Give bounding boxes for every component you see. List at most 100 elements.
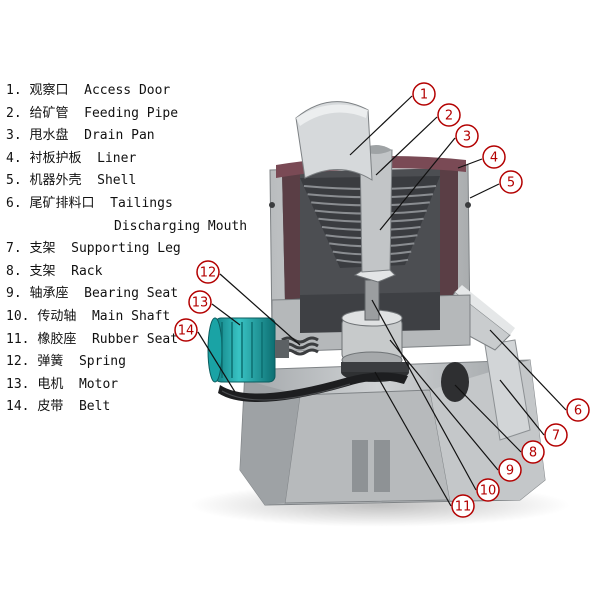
callout-circle — [196, 260, 220, 284]
legend-chinese-label: 衬板护板 — [29, 150, 82, 166]
legend-number: 10. — [6, 308, 30, 324]
legend-number: 9. — [6, 286, 22, 302]
callout-leader-line — [489, 329, 567, 411]
callout-circle — [451, 494, 475, 518]
legend-item: 5. 机器外壳 Shell — [6, 170, 226, 193]
callout-number: 1 — [420, 88, 428, 103]
callout-circle — [174, 318, 198, 342]
legend-chinese-label: 支架 — [29, 263, 56, 279]
legend-item: 9. 轴承座 Bearing Seat — [6, 283, 226, 306]
legend-item: 13. 电机 Motor — [6, 374, 226, 397]
callout-leader-line — [457, 158, 483, 169]
legend-item: 6. 尾矿排料口 Tailings — [6, 193, 226, 216]
callout-number: 4 — [490, 151, 498, 166]
legend-item: 14. 皮带 Belt — [6, 396, 226, 419]
legend-chinese-label: 尾矿排料口 — [29, 195, 95, 211]
callout-number: 14 — [178, 324, 195, 339]
callout-leader-line — [379, 137, 456, 231]
motor — [207, 317, 289, 383]
callout-leader-line — [469, 183, 500, 199]
legend-english-label: Discharging Mouth — [114, 218, 248, 234]
legend-number: 14. — [6, 399, 30, 415]
legend-chinese-label: 橡胶座 — [37, 331, 77, 347]
legend-number: 3. — [6, 128, 22, 144]
callout-leader-line — [374, 371, 452, 507]
callout-leader-line — [375, 116, 438, 176]
legend-chinese-label: 皮带 — [37, 399, 64, 415]
callout-leader-line — [349, 95, 413, 156]
legend-english-label: Bearing Seat — [84, 286, 179, 302]
callout-circle — [482, 145, 506, 169]
legend-chinese-label: 观察口 — [29, 83, 69, 98]
callout-circle — [499, 170, 523, 194]
legend-english-label: Main Shaft — [91, 308, 171, 324]
callout-circle — [544, 423, 568, 447]
callout-number: 12 — [200, 266, 217, 281]
callout-circle — [412, 82, 436, 106]
legend-number: 6. — [6, 195, 22, 211]
callout-number: 13 — [192, 296, 209, 311]
callout-number: 11 — [455, 500, 472, 515]
legend-english-label: Motor — [78, 376, 119, 392]
legend-chinese-label: 甩水盘 — [29, 128, 69, 144]
legend-chinese-label: 电机 — [37, 376, 64, 392]
legend-english-label: Rubber Seat — [91, 331, 179, 347]
callout-number: 3 — [463, 130, 471, 145]
legend-item: 12. 弹簧 Spring — [6, 351, 226, 374]
callout-number: 9 — [506, 464, 514, 479]
legend-english-label: Drain Pan — [84, 128, 155, 144]
legend-item: 8. 支架 Rack — [6, 261, 226, 284]
callout-number: 6 — [574, 404, 582, 419]
legend-number: 12. — [6, 354, 30, 370]
callout-number: 10 — [480, 484, 497, 499]
legend-item: 11. 橡胶座 Rubber Seat — [6, 329, 226, 352]
legend-number: 1. — [6, 83, 22, 98]
callout-circle — [566, 398, 590, 422]
callout-leader-line — [389, 339, 499, 471]
legend-chinese-label: 支架 — [29, 241, 56, 257]
legend-item: 7. 支架 Supporting Leg — [6, 238, 226, 261]
legend-chinese-label: 轴承座 — [29, 286, 69, 302]
legend-number: 4. — [6, 150, 22, 166]
legend-english-label: Tailings — [110, 195, 173, 211]
legend-number: 7. — [6, 241, 22, 257]
legend-english-label: Access Door — [84, 83, 171, 98]
legend-english-label: Feeding Pipe — [84, 105, 179, 121]
legend-item: 4. 衬板护板 Liner — [6, 148, 226, 171]
callout-circle — [455, 124, 479, 148]
callout-number: 7 — [552, 429, 560, 444]
legend-number: 2. — [6, 105, 22, 121]
legend-chinese-label: 弹簧 — [37, 354, 64, 370]
callout-number: 8 — [529, 446, 537, 461]
legend-english-label: Rack — [71, 263, 103, 279]
legend-item: Discharging Mouth — [6, 216, 247, 239]
legend-english-label: Spring — [78, 354, 126, 370]
callout-leader-line — [197, 331, 236, 393]
legend-english-label: Liner — [97, 150, 137, 166]
legend-english-label: Supporting Leg — [71, 241, 181, 257]
legend-chinese-label: 传动轴 — [37, 308, 77, 324]
legend-chinese-label: 机器外壳 — [29, 173, 82, 189]
legend-number: 5. — [6, 173, 22, 189]
legend-item: 10. 传动轴 Main Shaft — [6, 306, 226, 329]
callout-circle — [521, 440, 545, 464]
legend-number: 13. — [6, 376, 30, 392]
access-door — [295, 101, 373, 181]
callout-circle — [188, 290, 212, 314]
callout-leader-line — [499, 379, 545, 436]
legend-item: 2. 给矿管 Feeding Pipe — [6, 103, 226, 126]
callout-number: 2 — [445, 109, 453, 124]
legend-english-label: Belt — [78, 399, 111, 415]
legend-number: 8. — [6, 263, 22, 279]
callout-number: 5 — [507, 176, 515, 191]
legend-number: 11. — [6, 331, 30, 347]
legend-chinese-label: 给矿管 — [29, 105, 69, 121]
callout-leader-line — [454, 384, 522, 453]
callout-leader-line — [211, 303, 241, 326]
callout-leader-line — [371, 299, 477, 491]
legend-item: 1. 观察口 Access Door — [6, 80, 226, 103]
callout-leader-line — [219, 273, 301, 346]
